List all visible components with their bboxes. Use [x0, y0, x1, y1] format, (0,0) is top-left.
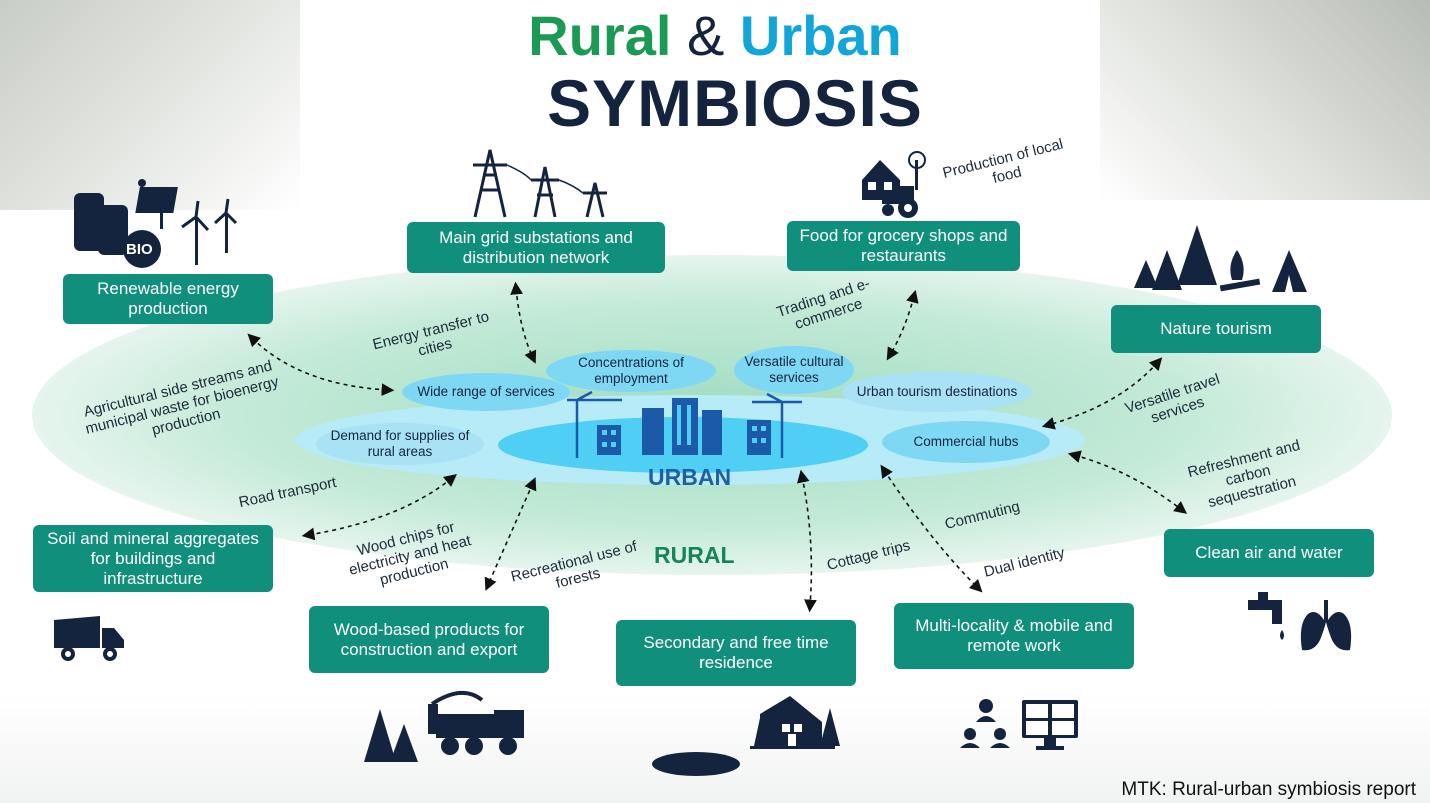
power-pylons-icon — [473, 149, 607, 218]
source-credit: MTK: Rural-urban symbiosis report — [1121, 779, 1416, 800]
box-wood: Wood-based products for construction and… — [309, 606, 549, 673]
title-urban: Urban — [739, 4, 902, 67]
rural-photo-backdrop — [0, 0, 300, 210]
arrow-cottage — [797, 469, 817, 613]
rural-label: RURAL — [654, 542, 735, 568]
box-nature: Nature tourism — [1111, 305, 1321, 353]
node-demand: Demand for supplies of rural areas — [316, 423, 484, 465]
arrow-recreational — [484, 477, 537, 591]
forest-campfire-tent-icon — [1134, 225, 1307, 292]
node-wide-services: Wide range of services — [402, 373, 570, 411]
urban-photo-backdrop — [1100, 0, 1430, 200]
bottom-fade — [0, 695, 1430, 803]
box-food: Food for grocery shops and restaurants — [787, 221, 1020, 271]
farm-tractor-icon — [862, 151, 926, 218]
title-main: SYMBIOSIS — [547, 66, 923, 140]
node-cultural: Versatile cultural services — [734, 346, 854, 394]
remote-work-icon — [960, 699, 1078, 750]
node-employment: Concentrations of employment — [546, 350, 716, 392]
node-commercial: Commercial hubs — [882, 421, 1050, 463]
arrow-grid — [510, 281, 537, 364]
arrow-commuting — [880, 464, 983, 593]
node-urban-tourism: Urban tourism destinations — [842, 372, 1032, 412]
box-renewable: Renewable energy production — [63, 274, 273, 324]
tap-lungs-icon — [1248, 592, 1352, 651]
arrow-refresh — [1067, 450, 1188, 514]
title-rural: Rural — [528, 4, 672, 67]
arrow-travel — [1041, 357, 1163, 430]
arrow-trading — [886, 289, 919, 361]
title-line-1: Rural & Urban — [0, 4, 1430, 68]
forest-harvester-icon — [364, 691, 524, 762]
arrow-energy — [247, 333, 395, 397]
urban-label: URBAN — [648, 464, 732, 490]
box-multi: Multi-locality & mobile and remote work — [894, 603, 1134, 669]
cottage-lake-icon — [652, 696, 840, 776]
box-grid: Main grid substations and distribution n… — [407, 222, 665, 273]
city-cranes-icon — [567, 390, 802, 458]
dump-truck-icon — [54, 616, 124, 661]
svg-text:BIO: BIO — [126, 241, 153, 258]
box-soil: Soil and mineral aggregates for building… — [33, 525, 273, 592]
title-amp: & — [671, 4, 740, 67]
bio-solar-wind-icon: BIO — [74, 179, 238, 268]
box-secondary: Secondary and free time residence — [616, 620, 856, 686]
box-clean: Clean air and water — [1164, 529, 1374, 577]
